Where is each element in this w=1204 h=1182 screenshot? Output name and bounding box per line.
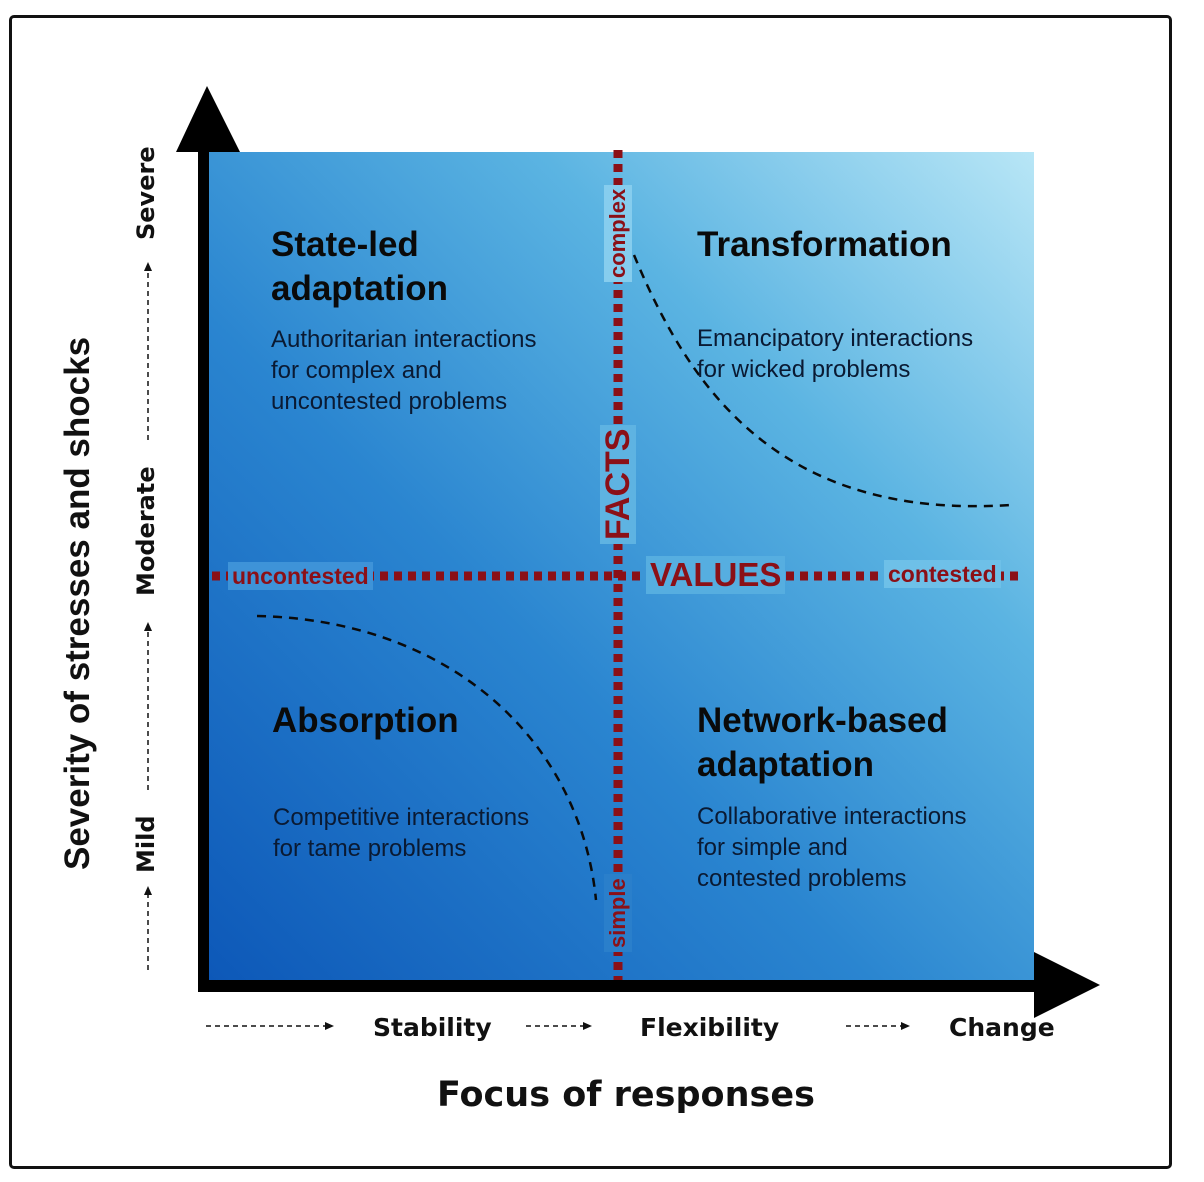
horizontal-left-label: uncontested: [228, 562, 373, 590]
title-line: State-led: [271, 225, 419, 264]
y-level-severe: Severe: [132, 146, 160, 240]
y-level-moderate: Moderate: [132, 466, 160, 596]
absorption-curve: [256, 614, 598, 901]
y-axis-line: [198, 150, 209, 992]
y-level-mild: Mild: [132, 815, 160, 873]
title-line: adaptation: [697, 745, 874, 784]
desc-line: for complex and: [271, 357, 442, 384]
quadrant-network-desc: Collaborative interactions for simple an…: [697, 801, 966, 894]
desc-line: for wicked problems: [697, 356, 911, 383]
y-axis-progress-arrows: [144, 262, 152, 970]
desc-line: Collaborative interactions: [697, 803, 967, 830]
x-axis-line: [198, 980, 1038, 992]
x-level-change: Change: [949, 1013, 1055, 1042]
quadrant-transformation-title: Transformation: [697, 223, 952, 267]
x-axis-progress-arrows: [206, 1022, 910, 1030]
quadrant-absorption-desc: Competitive interactions for tame proble…: [273, 802, 529, 864]
vertical-center-label: FACTS: [599, 424, 637, 544]
quadrant-state-led-title: State-led adaptation: [271, 223, 448, 311]
quadrant-absorption-title: Absorption: [272, 699, 459, 743]
vertical-top-label: complex: [604, 184, 632, 282]
x-level-stability: Stability: [373, 1013, 492, 1042]
desc-line: Emancipatory interactions: [697, 325, 974, 352]
quadrant-network-title: Network-based adaptation: [697, 699, 948, 787]
desc-line: for simple and: [697, 834, 848, 861]
desc-line: Competitive interactions: [273, 804, 530, 831]
x-level-flexibility: Flexibility: [640, 1013, 780, 1042]
title-line: adaptation: [271, 269, 448, 308]
desc-line: for tame problems: [273, 835, 467, 862]
y-axis-arrowhead: [176, 86, 240, 152]
horizontal-right-label: contested: [884, 560, 1001, 588]
quadrant-transformation-desc: Emancipatory interactions for wicked pro…: [697, 323, 973, 385]
desc-line: contested problems: [697, 865, 907, 892]
desc-line: Authoritarian interactions: [271, 326, 537, 353]
title-line: Absorption: [272, 701, 459, 740]
transformation-curve: [632, 254, 1011, 508]
quadrant-state-led-desc: Authoritarian interactions for complex a…: [271, 324, 536, 417]
figure-frame: [9, 15, 1172, 1169]
y-axis-title: Severity of stresses and shocks: [58, 336, 97, 870]
x-axis-title: Focus of responses: [437, 1075, 815, 1115]
x-axis-arrowhead: [1034, 952, 1100, 1018]
title-line: Network-based: [697, 701, 948, 740]
horizontal-center-label: VALUES: [646, 556, 786, 594]
desc-line: uncontested problems: [271, 388, 508, 415]
vertical-bottom-label: simple: [604, 874, 632, 952]
title-line: Transformation: [697, 225, 952, 264]
